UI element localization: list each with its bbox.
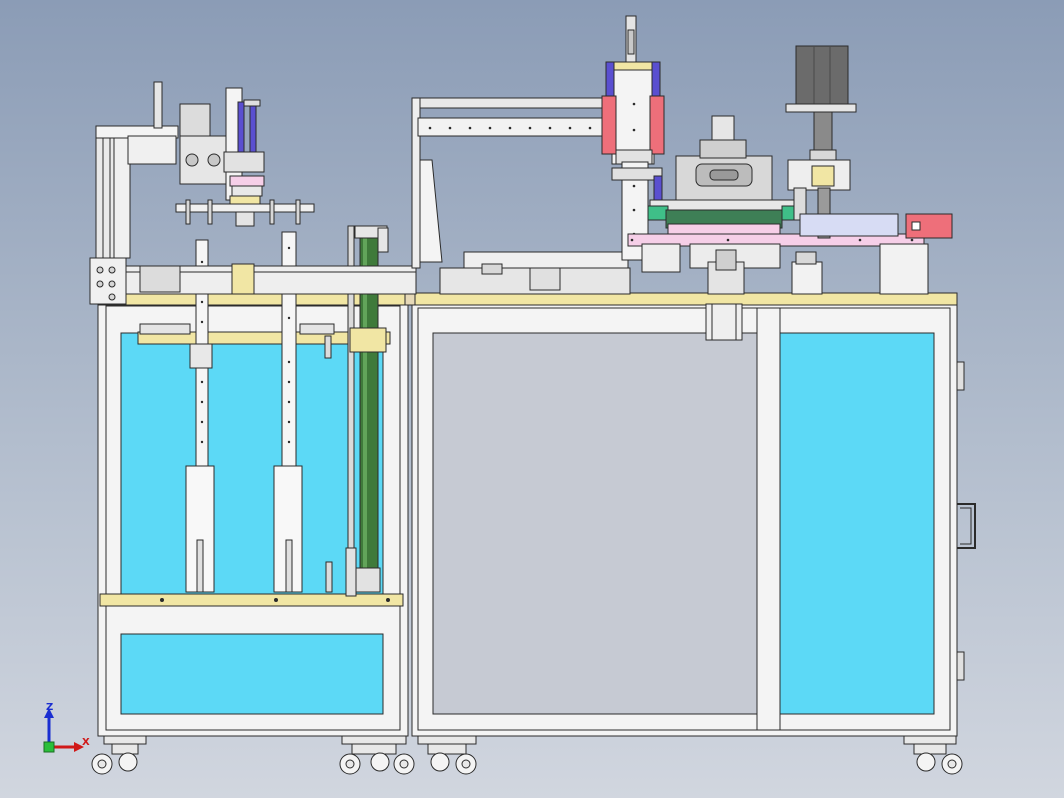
work-station [627,115,929,341]
red-slider-left [601,95,617,155]
linear-rail [417,117,605,137]
right-cabinet [411,301,976,737]
left-lower-panel [120,633,384,715]
servo-motor-assembly [785,45,953,295]
left-cabinet [97,299,409,737]
gripper-pink-pad [229,175,265,187]
axis-triad: Z X [43,702,90,753]
gantry-post-left [95,135,117,259]
caster-1 [91,735,147,775]
z-axis-module [601,15,665,261]
red-slider-right [649,95,665,155]
servo-motor [795,45,849,107]
left-gantry [89,81,417,305]
caster-4 [903,735,963,775]
casters [91,735,963,775]
gantry-base-block [89,257,127,305]
x-axis-label: X [82,737,90,748]
left-upper-panel [120,332,384,596]
left-mid-plate [99,593,404,607]
door-handle [957,503,976,549]
middle-gantry [411,97,631,295]
caster-3 [417,735,477,775]
gripper-plate [175,203,315,213]
caster-2 [339,735,415,775]
z-axis-label: Z [46,702,53,713]
hinge-bottom [956,651,965,681]
linear-rail-top [419,97,611,109]
hinge-top [956,361,965,391]
right-window-panel [432,332,758,715]
right-cyan-panel [779,332,935,715]
lavender-block [799,213,899,237]
right-top-plate [411,292,958,306]
